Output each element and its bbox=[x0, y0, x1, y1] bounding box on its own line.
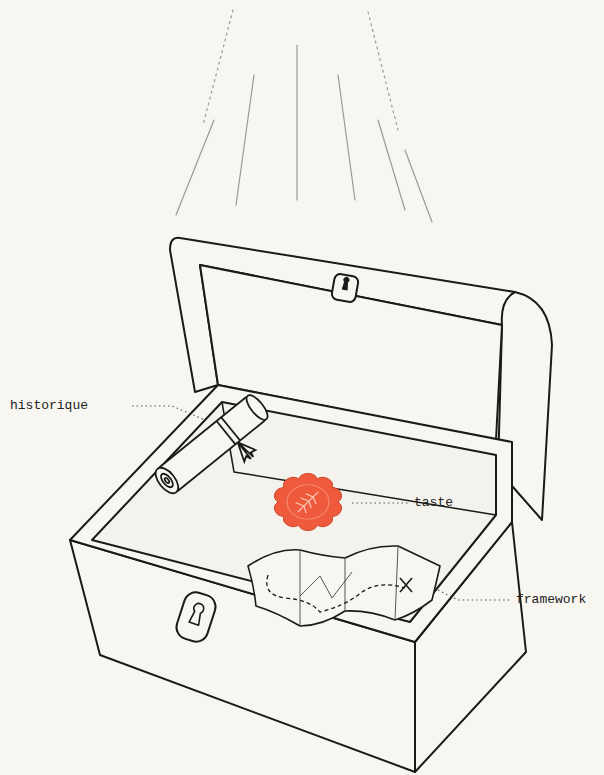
light-ray bbox=[203, 10, 233, 125]
map-x-mark bbox=[400, 578, 412, 592]
map-sheet bbox=[248, 546, 440, 626]
ribbon-tails bbox=[232, 437, 258, 463]
chest-box bbox=[70, 385, 526, 772]
light-ray bbox=[338, 75, 355, 200]
lid-hasp bbox=[331, 273, 359, 303]
scroll-end bbox=[243, 392, 271, 423]
light-ray bbox=[405, 150, 432, 222]
light-ray bbox=[368, 12, 398, 130]
hasp-keyhole bbox=[342, 276, 350, 290]
scroll-ribbon bbox=[221, 417, 240, 440]
callout-label: framework bbox=[516, 592, 586, 608]
lid-edge bbox=[502, 292, 515, 325]
light-ray bbox=[236, 75, 254, 205]
box-top-rim bbox=[70, 385, 512, 642]
seal-leaf bbox=[296, 492, 318, 512]
scroll bbox=[151, 392, 284, 513]
light-ray bbox=[176, 120, 214, 215]
front-lock-plate bbox=[173, 589, 218, 645]
leader-line bbox=[352, 502, 408, 503]
callout-label: taste bbox=[414, 495, 453, 511]
treasure-map bbox=[248, 546, 440, 626]
leader-lines bbox=[132, 406, 512, 600]
front-keyhole bbox=[189, 602, 205, 625]
map-folds bbox=[300, 546, 398, 626]
leader-line bbox=[132, 406, 205, 420]
scroll-end bbox=[151, 464, 182, 497]
scroll-spiral bbox=[164, 477, 170, 484]
seal-ring bbox=[287, 485, 329, 519]
wax-seal bbox=[274, 473, 341, 530]
leader-line bbox=[438, 590, 512, 600]
scroll-spiral bbox=[159, 472, 175, 489]
light-ray bbox=[296, 45, 297, 200]
light-rays bbox=[176, 10, 432, 222]
seal-body bbox=[274, 473, 341, 530]
callout-label: historique bbox=[10, 398, 88, 414]
light-ray bbox=[378, 120, 405, 210]
map-route bbox=[267, 575, 405, 612]
